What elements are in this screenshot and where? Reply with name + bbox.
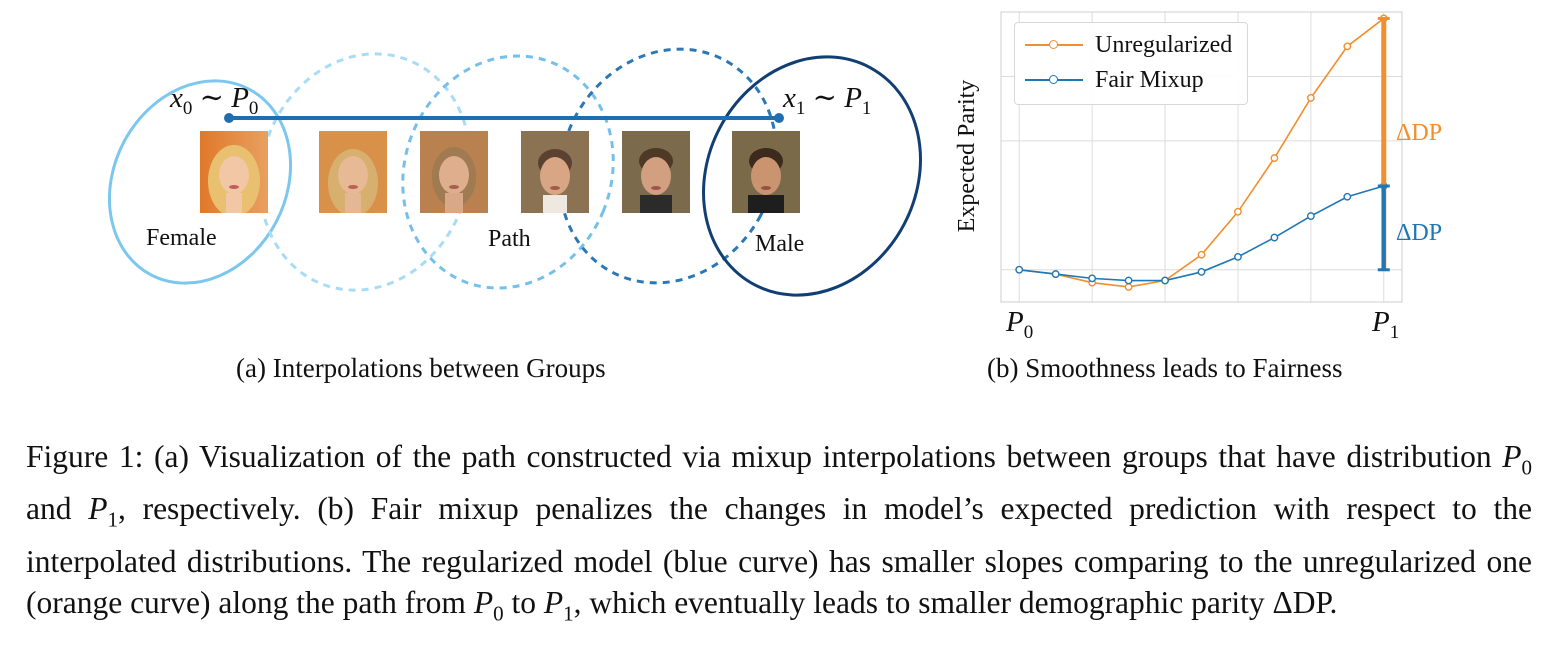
- series-1-point-4: [1161, 276, 1169, 285]
- math-p1-second: P1: [543, 584, 574, 625]
- series-1-point-1: [1051, 270, 1060, 278]
- male-group-label: Male: [755, 231, 805, 257]
- panel-b-caption: (b) Smoothness leads to Fairness: [987, 353, 1343, 383]
- chart-frame: [1000, 11, 1403, 303]
- math-p0: P0: [1502, 439, 1532, 480]
- face-image-6: [732, 131, 800, 213]
- panel-a-caption: (a) Interpolations between Groups: [236, 353, 606, 383]
- delta-dp-fair-mixup: ΔDP: [1396, 220, 1443, 246]
- series-1-point-5: [1197, 268, 1206, 276]
- face-image-1: [200, 131, 268, 213]
- series-1-point-9: [1343, 192, 1352, 201]
- face-image-4: [521, 131, 589, 213]
- path-label: Path: [488, 226, 531, 252]
- series-0-point-9: [1343, 42, 1352, 51]
- figure-caption: Figure 1: (a) Visualization of the path …: [26, 439, 1532, 625]
- series-0-point-6: [1234, 207, 1242, 216]
- x-tick-p0: P0: [1006, 306, 1034, 343]
- legend-item-fair-mixup: Fair Mixup: [1015, 65, 1247, 95]
- series-1-point-7: [1270, 233, 1279, 242]
- face-image-3: [420, 131, 488, 213]
- math-p1: P1: [88, 491, 118, 532]
- start-point-label: x0 ∼ P0: [170, 82, 259, 119]
- series-0-point-8: [1306, 94, 1315, 102]
- math-p0-second: P0: [473, 584, 504, 625]
- male-group-ellipse: [702, 55, 922, 297]
- chart-legend: Unregularized Fair Mixup: [1014, 22, 1248, 105]
- path-start-dot: [224, 113, 234, 123]
- series-1-point-3: [1124, 276, 1133, 285]
- y-axis-label: Expected Parity: [954, 79, 980, 233]
- end-point-label: x1 ∼ P1: [783, 82, 872, 119]
- legend-label-unregularized: Unregularized: [1095, 32, 1233, 58]
- legend-item-unregularized: Unregularized: [1015, 30, 1247, 60]
- series-1-point-0: [1015, 265, 1024, 274]
- face-image-5: [622, 131, 690, 213]
- delta-dp-unregularized: ΔDP: [1396, 120, 1443, 146]
- interp-ellipse-2: [401, 54, 615, 290]
- series-0-point-3: [1124, 283, 1133, 291]
- figure-label: Figure 1:: [26, 439, 144, 474]
- series-line-1: [1019, 185, 1384, 282]
- series-1-point-6: [1234, 252, 1242, 261]
- series-1-point-2: [1088, 274, 1097, 283]
- series-1-point-8: [1306, 212, 1315, 220]
- female-group-label: Female: [146, 225, 217, 251]
- legend-label-fair-mixup: Fair Mixup: [1095, 67, 1204, 93]
- female-group-ellipse: [107, 79, 293, 285]
- path-end-dot: [774, 113, 784, 123]
- x-tick-p1: P1: [1372, 306, 1400, 343]
- series-0-point-7: [1270, 154, 1279, 162]
- face-image-2: [319, 131, 387, 213]
- series-0-point-5: [1197, 250, 1206, 259]
